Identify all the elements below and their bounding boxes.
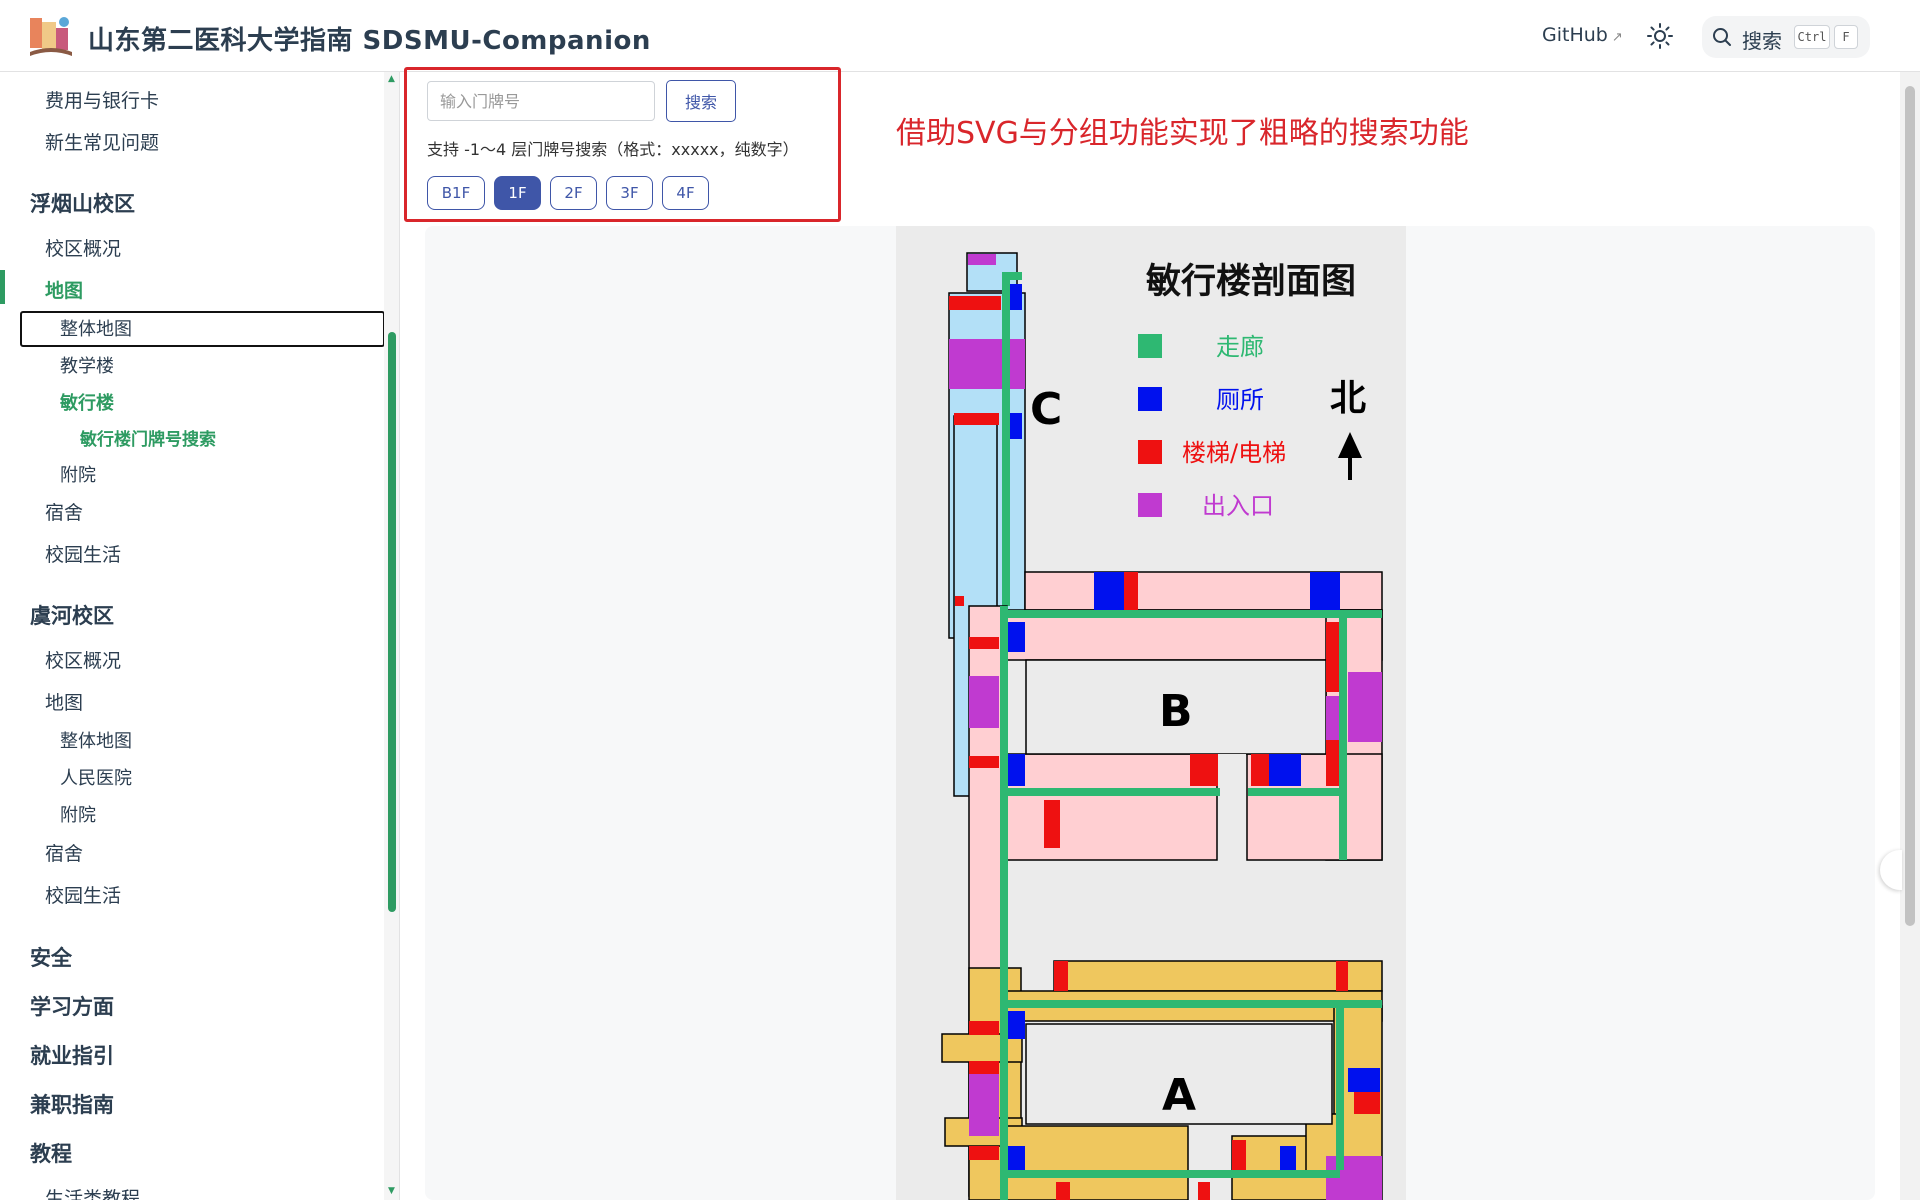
legend-swatch-stairs [1138, 440, 1162, 464]
keyboard-focus-outline [20, 311, 385, 347]
kbd-ctrl: Ctrl [1794, 25, 1830, 49]
sidebar-item-yuhe-dorm[interactable]: 宿舍 [45, 843, 84, 865]
search-label: 搜索 [1742, 29, 1782, 53]
scroll-down-arrow-icon[interactable]: ▼ [388, 1186, 395, 1196]
sidebar-item-yuhe-hospital[interactable]: 附院 [60, 805, 96, 826]
github-link[interactable]: GitHub↗ [1542, 24, 1623, 46]
sidebar-section-career[interactable]: 就业指引 [30, 1044, 114, 1068]
legend-swatch-toilet [1138, 387, 1162, 411]
map-title: 敏行楼剖面图 [1146, 262, 1356, 302]
legend-label-stairs: 楼梯/电梯 [1182, 439, 1286, 467]
sidebar-item-faq[interactable]: 新生常见问题 [45, 132, 160, 154]
sidebar-item-yuhe-life[interactable]: 校园生活 [45, 885, 122, 907]
door-number-input[interactable] [427, 81, 655, 121]
sidebar-item-life-tutorial[interactable]: 生活类教程 [45, 1188, 141, 1200]
active-indicator [0, 270, 5, 304]
search-icon [1712, 27, 1732, 51]
search-hint: 支持 -1～4 层门牌号搜索（格式：xxxxx，纯数字） [427, 140, 799, 159]
external-link-icon: ↗ [1611, 30, 1623, 45]
north-label: 北 [1330, 378, 1366, 419]
sidebar-item-fuyan-life[interactable]: 校园生活 [45, 544, 122, 566]
sidebar-item-fuyan-map-teaching[interactable]: 教学楼 [60, 356, 114, 377]
floor-button-3f[interactable]: 3F [606, 176, 653, 210]
sidebar-item-fees[interactable]: 费用与银行卡 [45, 90, 160, 112]
sidebar-item-fuyan-map-overall[interactable]: 整体地图 [60, 319, 132, 340]
wing-c-label: C [1030, 384, 1062, 435]
floor-plan-map: C B A 敏行楼剖面图 走廊 厕所 楼梯/电梯 出入口 北 [896, 226, 1406, 1200]
sidebar-item-minxing[interactable]: 敏行楼 [60, 393, 114, 414]
legend-label-entrance: 出入口 [1202, 492, 1274, 520]
legend-label-corridor: 走廊 [1216, 333, 1264, 361]
top-navbar: 山东第二医科大学指南 SDSMU-Companion GitHub↗ 搜索 Ct… [0, 0, 1920, 72]
floor-button-2f[interactable]: 2F [550, 176, 597, 210]
floor-button-b1f[interactable]: B1F [427, 176, 485, 210]
github-link-label: GitHub [1542, 24, 1608, 46]
sidebar-section-fuyan[interactable]: 浮烟山校区 [30, 192, 135, 216]
map-legend: 走廊 厕所 楼梯/电梯 出入口 [1138, 333, 1286, 520]
legend-label-toilet: 厕所 [1216, 386, 1264, 414]
floating-assistant-tab[interactable] [1880, 850, 1902, 890]
scroll-up-arrow-icon[interactable]: ▲ [388, 74, 395, 84]
sidebar-item-yuhe-overview[interactable]: 校区概况 [45, 650, 122, 672]
red-annotation-text: 借助SVG与分组功能实现了粗略的搜索功能 [896, 116, 1469, 151]
sidebar-item-minxing-search[interactable]: 敏行楼门牌号搜索 [80, 430, 216, 450]
sidebar-section-tutorial[interactable]: 教程 [30, 1142, 72, 1166]
wing-a-label: A [1162, 1070, 1196, 1121]
sidebar-item-fuyan-map[interactable]: 地图 [45, 280, 84, 302]
page-scrollbar-thumb[interactable] [1905, 86, 1915, 926]
site-title[interactable]: 山东第二医科大学指南 SDSMU-Companion [88, 26, 651, 56]
door-search-panel: 搜索 支持 -1～4 层门牌号搜索（格式：xxxxx，纯数字） B1F 1F 2… [404, 67, 841, 222]
sidebar-item-yuhe-people[interactable]: 人民医院 [60, 768, 132, 789]
theme-toggle-sun-icon[interactable] [1646, 22, 1674, 50]
floor-button-1f[interactable]: 1F [494, 176, 541, 210]
north-arrow-icon [1338, 432, 1362, 480]
sidebar-item-yuhe-map[interactable]: 地图 [45, 692, 84, 714]
sidebar-item-fuyan-hospital[interactable]: 附院 [60, 465, 96, 486]
sidebar-section-yuhe[interactable]: 虞河校区 [30, 604, 114, 628]
legend-swatch-entrance [1138, 493, 1162, 517]
wing-a-rooms[interactable] [941, 960, 1383, 1200]
sidebar-section-study[interactable]: 学习方面 [30, 995, 114, 1019]
sidebar-scrollbar-thumb[interactable] [388, 332, 396, 912]
floor-button-4f[interactable]: 4F [662, 176, 709, 210]
sidebar-section-parttime[interactable]: 兼职指南 [30, 1093, 114, 1117]
sidebar-item-fuyan-overview[interactable]: 校区概况 [45, 238, 122, 260]
sidebar: 费用与银行卡 新生常见问题 浮烟山校区 校区概况 地图 整体地图 教学楼 敏行楼… [0, 72, 400, 1200]
corridors [1000, 606, 1382, 1200]
door-search-button[interactable]: 搜索 [666, 80, 736, 122]
legend-swatch-corridor [1138, 334, 1162, 358]
site-logo-icon[interactable] [28, 14, 74, 58]
sidebar-item-fuyan-dorm[interactable]: 宿舍 [45, 502, 84, 524]
site-search-button[interactable]: 搜索 Ctrl F [1702, 16, 1870, 58]
wing-b-label: B [1159, 686, 1193, 737]
kbd-f: F [1834, 25, 1858, 49]
sidebar-section-safety[interactable]: 安全 [30, 946, 72, 970]
sidebar-item-yuhe-map-overall[interactable]: 整体地图 [60, 731, 132, 752]
